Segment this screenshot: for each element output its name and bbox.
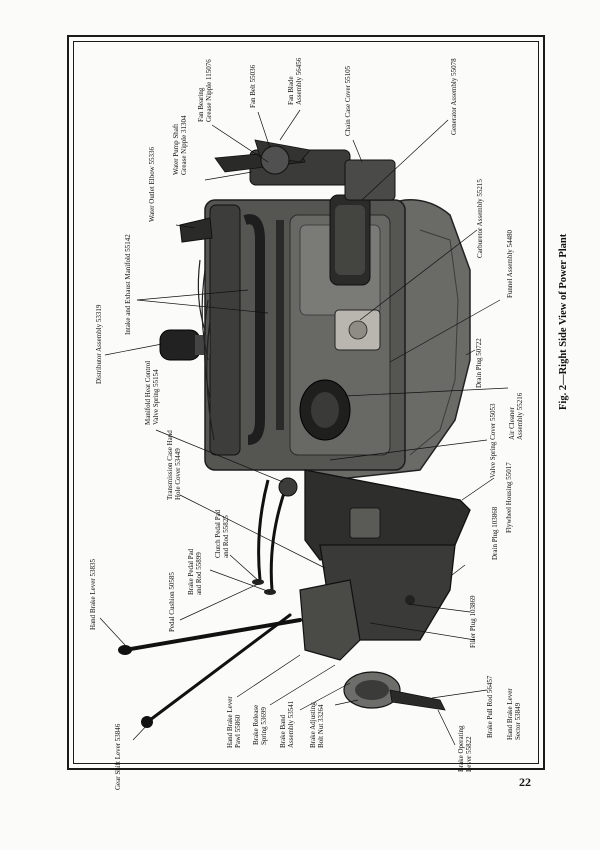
label-water-pump: Water Pump ShaftGrease Nipple 31304 <box>172 115 188 175</box>
label-filler-plug: Filler Plug 103869 <box>469 595 477 648</box>
label-gear-shift-lever: Gear Shift Lever 53846 <box>114 723 122 790</box>
label-flywheel-housing: Flywheel Housing 55017 <box>505 462 513 533</box>
label-drain-plug-mid: Drain Plug 103868 <box>491 506 499 560</box>
callout-labels: Fan BearingGrease Nipple 115076 Water Pu… <box>89 57 524 790</box>
label-manifold-heat: Manifold Heat ControlValve Spring 55154 <box>144 361 160 425</box>
label-brake-operating: Brake OperatingLever 55822 <box>457 725 473 772</box>
leader-lines <box>99 109 509 746</box>
label-brake-band: Brake BandAssembly 53541 <box>279 700 295 748</box>
label-fan-blade: Fan BladeAssembly 56456 <box>287 57 303 105</box>
label-fan-belt: Fan Belt 55036 <box>249 64 257 108</box>
label-funnel: Funnel Assembly 54480 <box>506 229 514 298</box>
label-valve-spring-cover: Valve Spring Cover 55053 <box>489 403 497 478</box>
label-fan-bearing: Fan BearingGrease Nipple 115076 <box>197 59 213 122</box>
cylinder-head <box>209 204 241 456</box>
figure-outer-border <box>67 35 545 770</box>
label-drain-plug-top: Drain Plug 50722 <box>475 338 483 388</box>
page-number: 22 <box>519 775 531 789</box>
label-generator: Generator Assembly 55078 <box>450 58 458 135</box>
label-air-cleaner: Air CleanerAssembly 55216 <box>508 392 524 440</box>
figure-inner-border <box>73 41 539 764</box>
label-hand-brake-lever: Hand Brake Lever 53835 <box>89 559 97 630</box>
fan-pulley <box>260 145 290 175</box>
chain-case <box>344 159 396 201</box>
label-clutch-pedal: Clutch Pedal Padand Rod 55825 <box>214 509 230 558</box>
hand-brake-lever <box>123 618 302 652</box>
label-hand-brake-pawl: Hand Brake LeverPawl 55860 <box>226 696 242 748</box>
label-brake-adjusting: Brake AdjustingBolt Nut 33264 <box>309 702 325 748</box>
clutch-pedal-rod <box>257 479 270 581</box>
engine-photo <box>118 139 471 728</box>
label-brake-release: Brake ReleaseSpring 53699 <box>252 705 268 745</box>
label-brake-pull-rod: Brake Pull Rod 56457 <box>486 675 494 738</box>
label-transmission-case: Transmission Case HandHole Cover 53449 <box>166 430 182 500</box>
label-hand-brake-sector: Hand Brake LeverSector 53849 <box>506 688 522 740</box>
label-intake-exhaust: Intake and Exhaust Manifold 55142 <box>124 234 132 335</box>
brake-pedal-rod <box>269 489 287 591</box>
label-chain-case: Chain Case Cover 55105 <box>344 65 352 136</box>
label-brake-pedal: Brake Pedal Padand Rod 55899 <box>187 548 203 595</box>
label-distributor: Distributor Assembly 53319 <box>95 304 103 384</box>
exhaust-manifold <box>243 214 265 445</box>
tail-housing <box>299 579 361 661</box>
water-outlet-elbow <box>179 217 213 243</box>
gear-shift-lever <box>148 613 292 722</box>
label-carburetor: Carburetor Assembly 55215 <box>476 179 484 258</box>
label-pedal-cushion: Pedal Cushion 50585 <box>168 572 176 632</box>
figure-caption: Fig. 2—Right Side View of Power Plant <box>558 233 569 410</box>
distributor <box>159 329 201 361</box>
label-water-outlet: Water Outlet Elbow 55336 <box>148 146 156 222</box>
